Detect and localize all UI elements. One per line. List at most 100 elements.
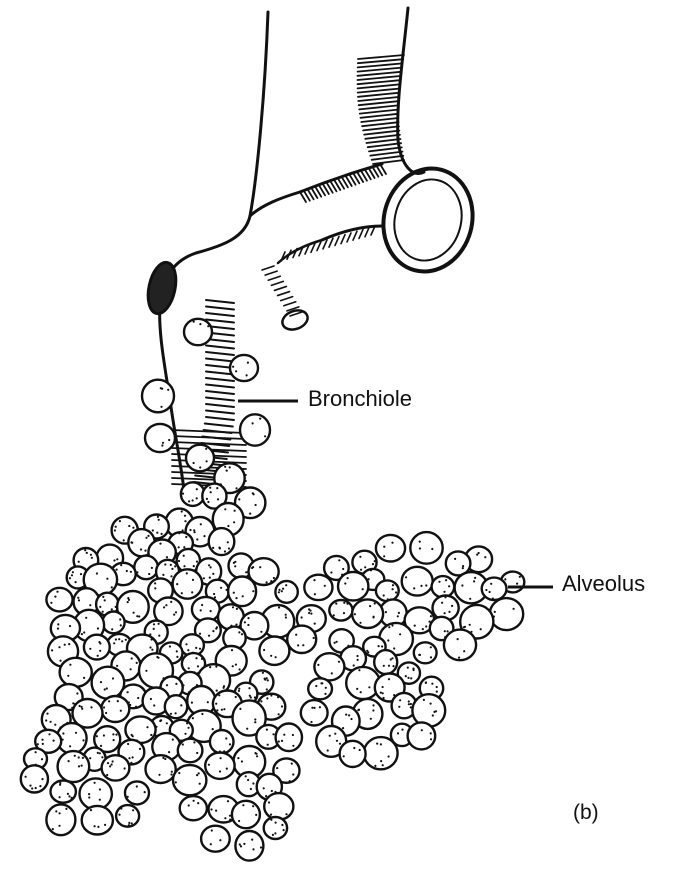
stipple-dot [99,799,101,801]
stipple-dot [347,577,349,579]
stipple-dot [445,579,447,581]
stipple-dot [170,564,172,566]
stipple-dot [182,493,184,495]
stipple-dot [374,560,376,562]
stipple-dot [438,581,440,583]
stipple-dot [278,589,280,591]
stipple-dot [154,582,156,584]
ridge-stroke [205,424,233,427]
stipple-dot [320,682,322,684]
figure-part-label: (b) [573,801,599,825]
alveolus-sac [210,730,234,753]
stipple-dot [188,727,190,729]
ridge-stroke [206,346,234,349]
stipple-dot [271,790,273,792]
stipple-dot [169,645,171,647]
ridge-stroke [358,55,404,59]
stipple-dot [212,547,214,549]
stipple-dot [71,574,73,576]
stipple-dot [99,788,101,790]
stipple-dot [314,623,316,625]
ridge-stroke [358,84,400,88]
stipple-dot [436,686,438,688]
stipple-dot [223,685,225,687]
stipple-dot [116,558,118,560]
stipple-dot [343,602,345,604]
stipple-dot [392,588,394,590]
stipple-dot [317,664,319,666]
stipple-dot [359,749,361,751]
alveolus-sac [178,739,203,763]
alveolus-sac [240,414,270,445]
ridge-stroke [361,114,399,118]
stipple-dot [78,756,80,758]
stipple-dot [185,643,187,645]
stipple-dot [200,523,202,525]
stipple-dot [151,567,153,569]
stipple-dot [111,586,113,588]
stipple-dot [283,829,285,831]
stipple-dot [193,565,195,567]
stipple-dot [178,532,180,534]
stipple-dot [372,704,374,706]
stipple-dot [270,694,272,696]
stipple-dot [408,700,410,702]
stipple-dot [425,682,427,684]
stipple-dot [195,647,197,649]
stipple-dot [203,535,205,537]
stipple-dot [69,625,71,627]
stipple-dot [175,712,177,714]
ridge-stroke [357,76,400,80]
stipple-dot [252,590,254,592]
stipple-dot [209,487,211,489]
stipple-dot [135,706,137,708]
stipple-dot [162,574,164,576]
stipple-dot [383,697,385,699]
alveolus-sac [432,576,455,597]
stipple-dot [444,630,446,632]
stipple-dot [81,706,83,708]
stipple-dot [207,501,209,503]
stipple-dot [494,611,496,613]
stipple-dot [103,734,105,736]
stipple-dot [233,592,235,594]
bronchus-outline [160,8,424,490]
stipple-dot [314,593,316,595]
stipple-dot [115,734,117,736]
stipple-dot [358,669,360,671]
stipple-dot [183,565,185,567]
stipple-dot [231,649,233,651]
stipple-dot [430,656,432,658]
stipple-dot [210,610,212,612]
stipple-dot [187,649,189,651]
stipple-dot [84,549,86,551]
ridge-stroke [372,156,404,160]
ridge-stroke [329,238,333,247]
stipple-dot [329,735,331,737]
stipple-dot [405,576,407,578]
stipple-dot [232,665,234,667]
ridge-stroke [369,147,402,151]
stipple-dot [104,599,106,601]
stipple-dot [181,510,183,512]
stipple-dot [345,714,347,716]
stipple-dot [90,809,92,811]
stipple-dot [423,699,425,701]
stipple-dot [315,685,317,687]
stipple-dot [342,568,344,570]
stipple-dot [458,657,460,659]
stipple-dot [454,558,456,560]
alveolus-sac [205,753,234,779]
stipple-dot [166,722,168,724]
stipple-dot [210,808,212,810]
stipple-dot [207,701,209,703]
stipple-dot [313,707,315,709]
stipple-dot [383,546,385,548]
stipple-dot [133,612,135,614]
stipple-dot [278,606,280,608]
alveolus-sac [46,588,72,612]
alveolus-sac [338,572,368,601]
stipple-dot [378,645,380,647]
stipple-dot [171,568,173,570]
ridge-stroke [358,97,398,101]
